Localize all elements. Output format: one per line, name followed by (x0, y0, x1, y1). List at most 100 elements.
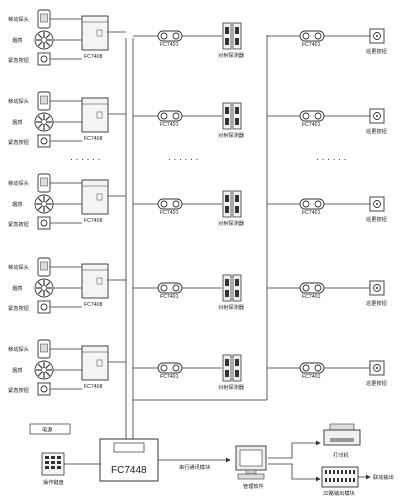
patrol-button-icon (369, 360, 385, 376)
relay-label-right: FC7401 (302, 210, 321, 216)
relay-label-right: FC7401 (302, 42, 321, 48)
beam-detector-icon (222, 354, 242, 382)
panel-fc7408 (81, 179, 109, 215)
software-label: 管理软件 (243, 482, 264, 490)
power-box (29, 423, 71, 435)
beam-detector-icon (222, 22, 242, 50)
patrol-button-label: 巡更按钮 (366, 215, 387, 223)
relay-label: FC7401 (160, 42, 179, 48)
motion-detector-icon (37, 91, 51, 111)
smoke-detector-icon (34, 360, 54, 380)
keyboard-icon (41, 452, 65, 476)
motion-detector-label: 移动探头 (8, 179, 29, 187)
emergency-button-label: 紧急按钮 (8, 386, 29, 394)
patrol-button-label: 巡更按钮 (366, 379, 387, 387)
panel-label: FC7408 (84, 384, 103, 390)
emergency-button-label: 紧急按钮 (8, 220, 29, 228)
beam-detector-icon (222, 274, 242, 302)
emergency-button-label: 紧急按钮 (8, 304, 29, 312)
ellipsis-left: · · · · · · (70, 154, 101, 164)
motion-detector-label: 移动探头 (8, 345, 29, 353)
patrol-button-label: 巡更按钮 (366, 299, 387, 307)
relay-label: FC7401 (160, 294, 179, 300)
patrol-button-icon (369, 108, 385, 124)
panel-fc7408 (81, 345, 109, 381)
smoke-detector-icon (34, 194, 54, 214)
relay-fc7401 (157, 110, 183, 122)
output-module-icon (321, 466, 359, 488)
motion-detector-label: 移动探头 (8, 15, 29, 23)
beam-detector-label: 对射探测器 (218, 219, 245, 227)
bottom-section: 电源 操作键盘 FC7448 串行通讯模块 管理软件 (29, 423, 394, 497)
smoke-detector-icon (34, 112, 54, 132)
relay-fc7401-right (299, 362, 325, 374)
panel-fc7408 (81, 263, 109, 299)
smoke-label: 烟感 (12, 36, 22, 44)
host-label: FC7448 (111, 465, 147, 476)
alarm-output-label: 联动输出 (373, 473, 394, 481)
smoke-detector-icon (34, 30, 54, 50)
beam-detector-icon (222, 102, 242, 130)
printer-icon (323, 423, 361, 446)
relay-label: FC7401 (160, 122, 179, 128)
motion-detector-icon (37, 339, 51, 359)
panel-label: FC7408 (84, 218, 103, 224)
output-module-label: 32路输出模块 (323, 489, 356, 497)
relay-label-right: FC7401 (302, 374, 321, 380)
bus-lines (125, 35, 268, 448)
relay-label: FC7401 (160, 374, 179, 380)
relay-label-right: FC7401 (302, 122, 321, 128)
relay-fc7401-right (299, 30, 325, 42)
relay-fc7401-right (299, 110, 325, 122)
panel-label: FC7408 (84, 302, 103, 308)
panel-label: FC7408 (84, 54, 103, 60)
beam-detector-label: 对射探测器 (218, 383, 245, 391)
motion-detector-icon (37, 257, 51, 277)
emergency-button-icon (37, 52, 51, 66)
patrol-button-label: 巡更按钮 (366, 47, 387, 55)
smoke-label: 烟感 (12, 118, 22, 126)
smoke-label: 烟感 (12, 366, 22, 374)
relay-fc7401 (157, 282, 183, 294)
power-label: 电源 (42, 426, 53, 434)
emergency-button-label: 紧急按钮 (8, 138, 29, 146)
emergency-button-label: 紧急按钮 (8, 56, 29, 64)
smoke-label: 烟感 (12, 284, 22, 292)
emergency-button-icon (37, 134, 51, 148)
emergency-button-icon (37, 216, 51, 230)
relay-fc7401 (157, 362, 183, 374)
motion-detector-icon (37, 9, 51, 29)
relay-fc7401 (157, 30, 183, 42)
beam-detector-label: 对射探测器 (218, 131, 245, 139)
relay-label-right: FC7401 (302, 294, 321, 300)
smoke-label: 烟感 (12, 200, 22, 208)
panel-fc7408 (81, 15, 109, 51)
beam-detector-icon (222, 190, 242, 218)
smoke-detector-icon (34, 278, 54, 298)
printer-label: 打印机 (333, 451, 349, 459)
emergency-button-icon (37, 382, 51, 396)
patrol-button-label: 巡更按钮 (366, 127, 387, 135)
patrol-button-icon (369, 196, 385, 212)
keyboard-label: 操作键盘 (43, 478, 64, 486)
patrol-button-icon (369, 28, 385, 44)
relay-label: FC7401 (160, 210, 179, 216)
computer-icon (235, 445, 267, 480)
emergency-button-icon (37, 300, 51, 314)
panel-fc7408 (81, 97, 109, 133)
ellipsis-right: · · · · · · (316, 154, 347, 164)
patrol-button-icon (369, 280, 385, 296)
motion-detector-label: 移动探头 (8, 97, 29, 105)
relay-fc7401-right (299, 198, 325, 210)
relay-fc7401 (157, 198, 183, 210)
motion-detector-label: 移动探头 (8, 263, 29, 271)
motion-detector-icon (37, 173, 51, 193)
beam-detector-label: 对射探测器 (218, 303, 245, 311)
beam-detector-label: 对射探测器 (218, 51, 245, 59)
ellipsis-mid: · · · · · · (168, 154, 199, 164)
host-display (113, 442, 145, 453)
serial-module-label: 串行通讯模块 (179, 463, 211, 471)
relay-fc7401-right (299, 282, 325, 294)
panel-label: FC7408 (84, 136, 103, 142)
